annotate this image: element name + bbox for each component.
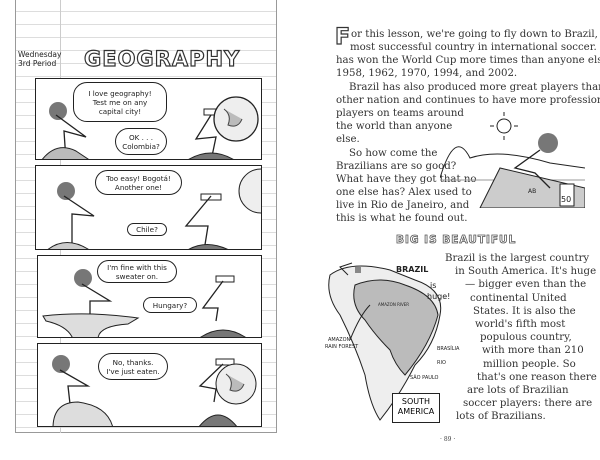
text-line: populous country, bbox=[480, 332, 572, 344]
text-line: players on teams around bbox=[336, 108, 464, 119]
text-line: are lots of Brazilian bbox=[467, 385, 569, 396]
text-line: 1958, 1962, 1970, 1994, and 2002. bbox=[336, 68, 518, 79]
text-line: world's fifth most bbox=[475, 319, 566, 330]
speech-bubble: Hungary? bbox=[143, 297, 197, 313]
text-line: one else has? Alex used to bbox=[336, 187, 472, 198]
brazil-shape bbox=[353, 279, 439, 376]
towel-initials: AB bbox=[528, 188, 536, 195]
text-line: most successful country in international… bbox=[350, 42, 600, 53]
map-label: AMAZON RIVER bbox=[378, 302, 410, 307]
sign-line: SOUTH bbox=[401, 397, 431, 406]
text-line: this is what he found out. bbox=[336, 213, 468, 224]
text-line: that's one reason there bbox=[477, 371, 597, 383]
text-line: What have they got that no bbox=[336, 174, 477, 185]
panel-2-art bbox=[47, 168, 261, 249]
text-line: So how come the bbox=[349, 148, 438, 159]
panel-3-art bbox=[42, 269, 246, 337]
hair-icon bbox=[49, 102, 67, 120]
map-caption: is bbox=[430, 281, 437, 290]
text-line: in South America. It's huge bbox=[455, 266, 597, 278]
text-line: else. bbox=[336, 134, 360, 145]
map-title: BRAZIL bbox=[396, 265, 429, 274]
text-line: million people. So bbox=[483, 358, 576, 370]
text-line: other nation and continues to have more … bbox=[336, 95, 600, 106]
page-number: · 89 · bbox=[440, 436, 456, 443]
text-line: or this lesson, we're going to fly down … bbox=[351, 29, 600, 40]
text-line: soccer players: there are bbox=[463, 398, 593, 410]
speech-bubble: Chile? bbox=[127, 223, 167, 236]
text-line: continental United bbox=[470, 292, 567, 304]
sunscreen-label: 50 bbox=[561, 195, 571, 204]
day-period-label: Wednesday 3rd Period bbox=[18, 50, 61, 68]
globe-icon bbox=[238, 168, 261, 214]
sun-icon bbox=[496, 118, 512, 134]
drop-cap: F bbox=[334, 25, 351, 50]
text-line: has won the World Cup more times than an… bbox=[336, 55, 600, 66]
text-line: States. It is also the bbox=[473, 305, 576, 317]
sign-line: AMERICA bbox=[397, 407, 435, 416]
map-label: RIO bbox=[437, 360, 446, 366]
map-caption: huge! bbox=[427, 292, 451, 301]
speech-bubble: OK . . .Colombia? bbox=[115, 128, 167, 155]
sunscreen-bottle bbox=[559, 183, 575, 207]
section-heading: BIG IS BEAUTIFUL bbox=[396, 234, 517, 247]
subject-title: GEOGRAPHY bbox=[83, 46, 241, 71]
text-line: Brazil has also produced more great play… bbox=[349, 82, 600, 93]
speech-bubble: No, thanks.I've just eaten. bbox=[98, 353, 168, 380]
map-label: RAIN FOREST bbox=[325, 344, 359, 350]
south-america-map bbox=[328, 262, 442, 421]
map-label: SÃO PAULO bbox=[410, 375, 439, 381]
panel-4-art bbox=[52, 355, 257, 426]
text-line: live in Rio de Janeiro, and bbox=[336, 200, 470, 211]
text-line: lots of Brazilians. bbox=[456, 411, 546, 423]
map-label: AMAZON bbox=[328, 337, 351, 343]
speech-bubble: Too easy! Bogotá!Another one! bbox=[95, 170, 182, 195]
text-line: Brazil is the largest country bbox=[445, 253, 590, 264]
text-line: — bigger even than the bbox=[465, 279, 587, 291]
panel-1-art bbox=[42, 96, 259, 159]
text-line: the world than anyone bbox=[336, 121, 453, 132]
period-label: 3rd Period bbox=[18, 59, 57, 68]
beach-illustration: AB 50 bbox=[440, 112, 585, 208]
text-line: with more than 210 bbox=[482, 345, 584, 357]
text-line: Brazilians are so good? bbox=[336, 161, 457, 172]
hair-icon bbox=[538, 133, 558, 153]
day-label: Wednesday bbox=[18, 50, 62, 59]
map-label: BRASÍLIA bbox=[437, 346, 460, 352]
